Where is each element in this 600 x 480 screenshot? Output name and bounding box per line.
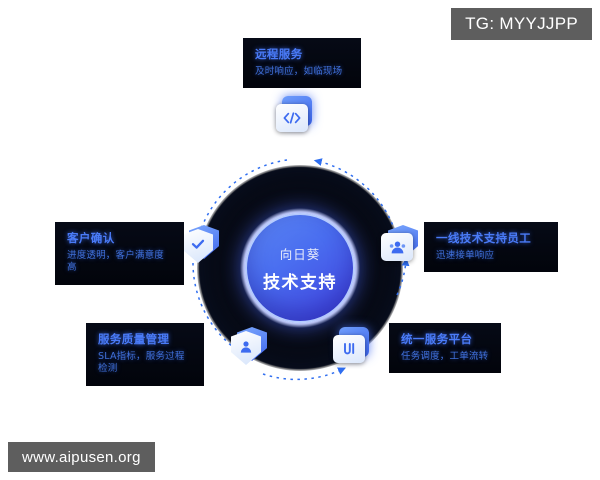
person-glyph	[240, 341, 252, 353]
node-title: 客户确认	[67, 231, 115, 245]
label-service-quality: 服务质量管理 SLA指标，服务过程检测	[86, 323, 204, 387]
node-title: 统一服务平台	[401, 332, 473, 346]
site-url-watermark: www.aipusen.org	[8, 442, 155, 472]
circular-flow-arrows	[192, 158, 410, 381]
node-title: 远程服务	[255, 47, 303, 61]
node-subtitle: 及时响应，如临现场	[255, 65, 343, 77]
node-subtitle: 迅速接单响应	[436, 249, 495, 261]
center-brand: 向日葵	[279, 246, 321, 262]
code-brackets-glyph	[283, 112, 301, 124]
label-frontline-staff: 一线技术支持员工 迅速接单响应	[424, 222, 558, 273]
code-window-icon[interactable]	[274, 94, 316, 138]
icon-front-shield	[231, 331, 261, 365]
label-remote-service: 远程服务 及时响应，如临现场	[243, 38, 361, 89]
node-title: 服务质量管理	[98, 332, 170, 346]
node-title: 一线技术支持员工	[436, 231, 532, 245]
center-title: 技术支持	[263, 272, 337, 293]
node-subtitle: 进度透明，客户满意度高	[67, 249, 165, 274]
icon-front-plate	[381, 233, 413, 261]
icon-front-shield	[183, 229, 213, 263]
telegram-watermark: TG: MYYJJPP	[451, 8, 592, 40]
check-card-icon[interactable]	[180, 223, 222, 267]
checkmark-glyph	[191, 239, 205, 249]
icon-front-plate	[276, 104, 308, 132]
shield-user-icon[interactable]	[228, 325, 270, 369]
node-subtitle: SLA指标，服务过程检测	[98, 350, 185, 375]
label-unified-platform: 统一服务平台 任务调度，工单流转	[389, 323, 501, 374]
node-subtitle: 任务调度，工单流转	[401, 350, 489, 362]
icon-front-plate	[333, 335, 365, 363]
users-glyph	[389, 241, 405, 253]
workflow-glyph	[344, 343, 355, 355]
diagram-canvas: 向日葵 技术支持 远程服务 及时响应，如临现场 一线技术支持员	[0, 38, 600, 430]
label-customer-confirm: 客户确认 进度透明，客户满意度高	[55, 222, 184, 286]
center-node: 向日葵 技术支持	[245, 213, 355, 323]
user-group-icon[interactable]	[379, 223, 421, 267]
task-card-icon[interactable]	[331, 325, 373, 369]
